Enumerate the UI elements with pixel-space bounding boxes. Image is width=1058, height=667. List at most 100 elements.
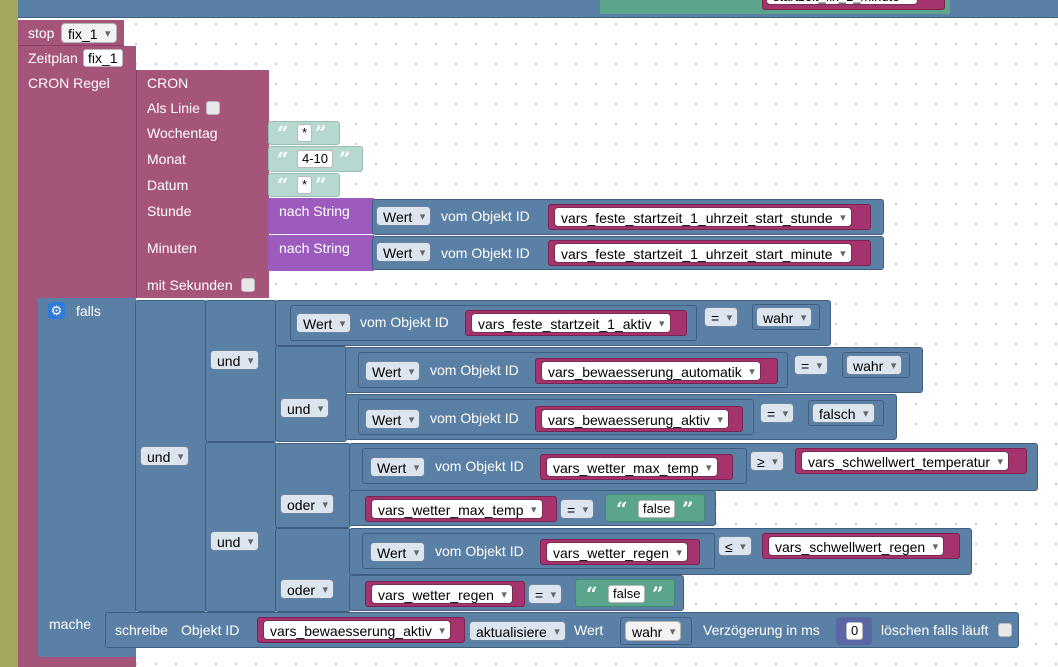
date-string-block[interactable]: “ * ”	[268, 173, 340, 197]
cond-automatic-value-dropdown[interactable]: Wert	[365, 361, 421, 382]
cond-temp-var[interactable]: vars_wetter_max_temp	[540, 454, 733, 480]
delay-field[interactable]: 0	[846, 622, 864, 640]
hour-object-dropdown[interactable]: vars_feste_startzeit_1_uhrzeit_start_stu…	[554, 207, 852, 228]
if-label: falls	[76, 303, 101, 319]
stop-target-dropdown[interactable]: fix_1	[61, 23, 117, 44]
clear-if-running-label: löschen falls läuft	[881, 622, 989, 638]
close-quote-icon: ”	[682, 497, 694, 521]
cond-rain-threshold-dropdown[interactable]: vars_schwellwert_regen	[768, 536, 945, 557]
cond-temp-of-object-label: vom Objekt ID	[435, 458, 524, 474]
cond-active-bool-dropdown[interactable]: wahr	[756, 307, 813, 328]
date-label: Datum	[147, 177, 189, 193]
minute-to-string-block[interactable]	[268, 235, 374, 271]
cond-temp-false-var-dropdown[interactable]: vars_wetter_max_temp	[371, 499, 543, 520]
with-seconds-checkbox[interactable]	[241, 278, 255, 292]
cond-rain-object-dropdown[interactable]: vars_wetter_regen	[546, 542, 688, 563]
or-rain-dropdown[interactable]: oder	[280, 579, 335, 600]
with-seconds-label: mit Sekunden	[147, 277, 233, 293]
schedule-footer	[38, 657, 136, 667]
gear-icon[interactable]: ⚙	[48, 302, 65, 319]
weekday-field[interactable]: *	[297, 124, 313, 142]
cond-active-value-dropdown[interactable]: Wert	[296, 313, 352, 334]
and-inner-dropdown[interactable]: und	[280, 398, 330, 419]
cond-temp-false-op-dropdown[interactable]: =	[560, 499, 595, 520]
hour-value-dropdown[interactable]: Wert	[376, 206, 432, 227]
cond-temp-value-dropdown[interactable]: Wert	[370, 457, 426, 478]
cond-irrigation-op-dropdown[interactable]: =	[760, 403, 795, 424]
month-label: Monat	[147, 151, 186, 167]
cond-rain-value-dropdown[interactable]: Wert	[370, 542, 426, 563]
and-inner-block[interactable]	[275, 346, 347, 442]
stop-label: stop	[28, 25, 55, 41]
month-string-block[interactable]: “ 4-10 ”	[268, 146, 363, 172]
clear-if-running-checkbox[interactable]	[998, 623, 1012, 637]
open-quote-icon: “	[616, 497, 628, 521]
cond-temp-threshold-dropdown[interactable]: vars_schwellwert_temperatur	[801, 451, 1010, 472]
cond-irrigation-value-dropdown[interactable]: Wert	[365, 409, 421, 430]
cond-rain-false-string[interactable]: “ false ”	[575, 579, 675, 607]
and-group-2[interactable]	[205, 442, 277, 612]
cond-automatic-var[interactable]: vars_bewaesserung_automatik	[535, 358, 778, 384]
month-field[interactable]: 4-10	[297, 150, 334, 168]
as-line-checkbox[interactable]	[206, 101, 220, 115]
or-temp-block[interactable]	[275, 443, 351, 528]
weekday-string-block[interactable]: “ * ”	[268, 121, 340, 145]
hour-to-string-label: nach String	[279, 203, 350, 219]
cond-automatic-object-dropdown[interactable]: vars_bewaesserung_automatik	[541, 361, 761, 382]
hour-object-var[interactable]: vars_feste_startzeit_1_uhrzeit_start_stu…	[548, 204, 871, 230]
open-quote-icon: “	[277, 173, 289, 197]
cond-temp-false-var[interactable]: vars_wetter_max_temp	[365, 496, 557, 522]
write-object-var[interactable]: vars_bewaesserung_aktiv	[257, 617, 465, 643]
cond-rain-false-var[interactable]: vars_wetter_regen	[365, 581, 525, 607]
cond-automatic-of-object-label: vom Objekt ID	[430, 362, 519, 378]
and-group-1[interactable]	[205, 300, 277, 442]
schedule-label: Zeitplan	[28, 50, 78, 66]
write-value-dropdown[interactable]: wahr	[625, 621, 682, 642]
cond-active-of-object-label: vom Objekt ID	[360, 314, 449, 330]
write-object-dropdown[interactable]: vars_bewaesserung_aktiv	[263, 620, 451, 641]
cond-irrigation-bool-dropdown[interactable]: falsch	[812, 403, 875, 424]
cond-rain-op-dropdown[interactable]: ≤	[718, 536, 752, 557]
cond-rain-var[interactable]: vars_wetter_regen	[540, 539, 700, 565]
cond-rain-threshold-var[interactable]: vars_schwellwert_regen	[762, 533, 960, 559]
schedule-name-field[interactable]: fix_1	[83, 49, 123, 67]
cond-active-object-dropdown[interactable]: vars_feste_startzeit_1_aktiv	[471, 313, 671, 334]
cond-rain-false-field[interactable]: false	[608, 585, 646, 603]
close-quote-icon: ”	[315, 121, 327, 145]
minute-object-dropdown[interactable]: vars_feste_startzeit_1_uhrzeit_start_min…	[554, 243, 852, 264]
cond-rain-false-op-dropdown[interactable]: =	[528, 584, 563, 605]
minute-object-var[interactable]: vars_feste_startzeit_1_uhrzeit_start_min…	[548, 240, 871, 266]
cond-temp-op-dropdown[interactable]: ≥	[750, 451, 784, 472]
and-group-1-dropdown[interactable]: und	[210, 350, 260, 371]
cond-rain-false-var-dropdown[interactable]: vars_wetter_regen	[371, 584, 513, 605]
open-quote-icon: “	[586, 582, 598, 606]
hour-of-object-label: vom Objekt ID	[441, 208, 530, 224]
write-mode-dropdown[interactable]: aktualisiere	[469, 621, 566, 642]
cond-temp-threshold-var[interactable]: vars_schwellwert_temperatur	[795, 448, 1027, 474]
do-label: mache	[49, 616, 92, 632]
hour-to-string-block[interactable]	[268, 198, 374, 234]
top-var-dropdown[interactable]: startzeit_fix_1_minute	[766, 0, 919, 5]
cond-active-var[interactable]: vars_feste_startzeit_1_aktiv	[465, 310, 687, 336]
and-group-2-dropdown[interactable]: und	[210, 531, 260, 552]
cron-block[interactable]	[136, 70, 269, 298]
cond-temp-object-dropdown[interactable]: vars_wetter_max_temp	[546, 457, 718, 478]
or-temp-dropdown[interactable]: oder	[280, 494, 335, 515]
cond-irrigation-of-object-label: vom Objekt ID	[430, 410, 519, 426]
close-quote-icon: ”	[652, 582, 664, 606]
cond-automatic-op-dropdown[interactable]: =	[794, 355, 829, 376]
cond-irrigation-object-dropdown[interactable]: vars_bewaesserung_aktiv	[541, 409, 729, 430]
minute-value-dropdown[interactable]: Wert	[376, 242, 432, 263]
cond-rain-of-object-label: vom Objekt ID	[435, 543, 524, 559]
weekday-label: Wochentag	[147, 125, 218, 141]
cond-automatic-bool-dropdown[interactable]: wahr	[846, 355, 903, 376]
cond-irrigation-var[interactable]: vars_bewaesserung_aktiv	[535, 406, 743, 432]
outer-and-dropdown[interactable]: und	[140, 446, 190, 467]
cond-active-op-dropdown[interactable]: =	[704, 307, 739, 328]
cond-temp-false-string[interactable]: “ false ”	[605, 494, 705, 522]
cond-temp-false-field[interactable]: false	[638, 500, 676, 518]
if-block[interactable]	[38, 298, 136, 660]
date-field[interactable]: *	[297, 176, 313, 194]
top-var-startzeit-minute[interactable]: startzeit_fix_1_minute	[762, 0, 945, 10]
minute-to-string-label: nach String	[279, 240, 350, 256]
